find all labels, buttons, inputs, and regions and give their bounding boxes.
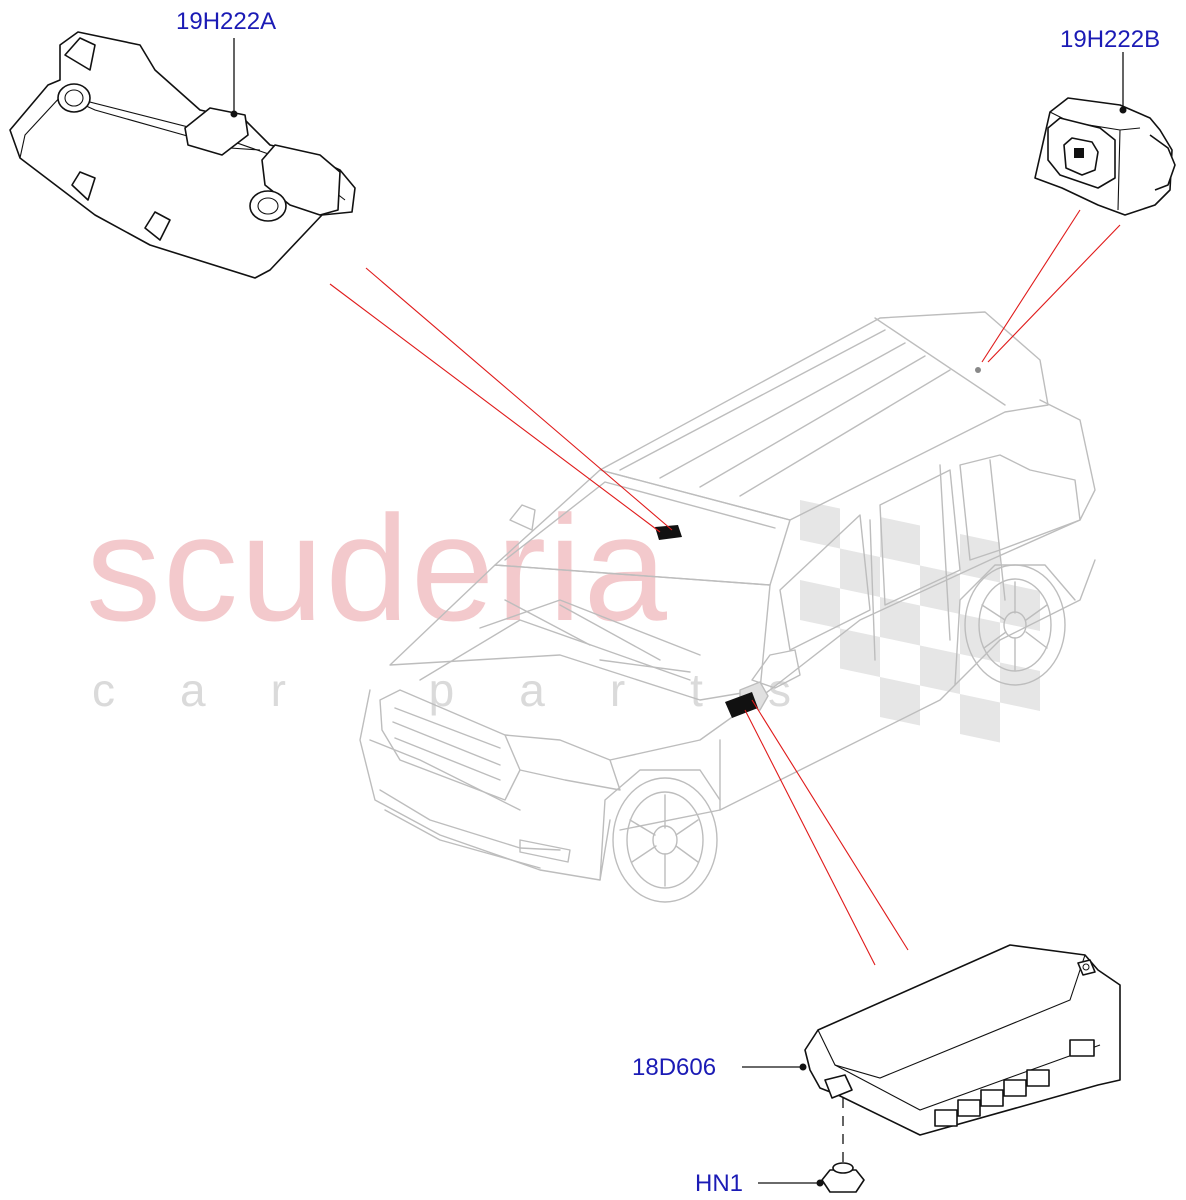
forward-camera-label[interactable]: 19H222A	[176, 8, 276, 35]
nut-part[interactable]	[821, 1162, 865, 1193]
camera-location-marker	[655, 525, 682, 540]
callout-dot	[799, 1063, 807, 1071]
connector-pins	[934, 1039, 1095, 1127]
nut-callout: HN1	[695, 1170, 824, 1197]
leader-lines	[329, 209, 1121, 966]
roof-camera-marker	[975, 367, 981, 373]
control-module-label[interactable]: 18D606	[632, 1054, 716, 1081]
forward-camera-callout: 19H222A	[176, 8, 276, 118]
callout-dot	[230, 110, 238, 118]
nut-label[interactable]: HN1	[695, 1170, 743, 1197]
roof-camera-part[interactable]	[1034, 97, 1176, 216]
watermark: scuderia car parts	[86, 484, 1040, 743]
roof-camera-callout: 19H222B	[1060, 26, 1160, 114]
module-location-marker	[725, 692, 758, 718]
callout-dot	[1119, 106, 1127, 114]
control-module-callout: 18D606	[632, 1054, 807, 1081]
watermark-main-text: scuderia	[86, 484, 669, 652]
vehicle-outline	[359, 311, 1096, 903]
forward-camera-part[interactable]	[9, 31, 356, 279]
callout-dot	[816, 1179, 824, 1187]
control-module-part[interactable]	[804, 944, 1121, 1136]
roof-camera-label[interactable]: 19H222B	[1060, 26, 1160, 53]
